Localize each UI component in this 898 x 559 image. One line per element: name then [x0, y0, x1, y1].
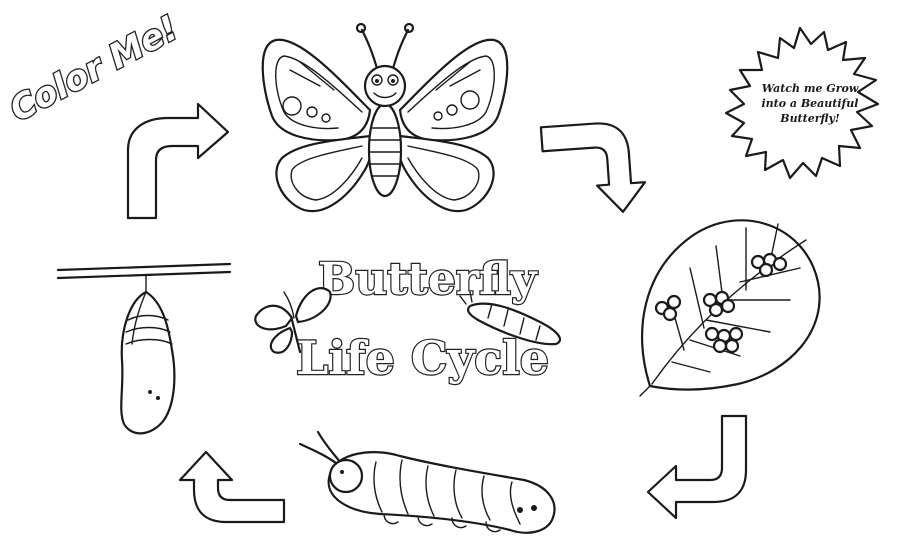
arrow-caterpillar-to-chrysalis: [180, 452, 284, 522]
color-me-label: Color Me!: [3, 8, 185, 130]
arrow-butterfly-to-eggs: [541, 120, 647, 217]
title-line-2: Life Cycle: [296, 331, 549, 385]
color-me-text: Color Me!: [3, 8, 185, 130]
diagram-title: Butterfly Life Cycle: [255, 254, 560, 385]
arrow-eggs-to-caterpillar: [648, 416, 746, 518]
arrow-chrysalis-to-butterfly: [128, 104, 228, 218]
burst-line-2: into a Beautiful: [762, 97, 859, 110]
title-line-1: Butterfly: [318, 254, 538, 305]
burst-line-1: Watch me Grow: [762, 82, 859, 95]
caterpillar-icon: [300, 432, 554, 533]
burst-line-3: Butterfly!: [779, 112, 840, 125]
chrysalis-icon: [58, 264, 230, 433]
butterfly-icon: [263, 24, 508, 211]
starburst-badge: Watch me Grow into a Beautiful Butterfly…: [726, 28, 878, 178]
leaf-with-eggs-icon: [640, 220, 820, 396]
